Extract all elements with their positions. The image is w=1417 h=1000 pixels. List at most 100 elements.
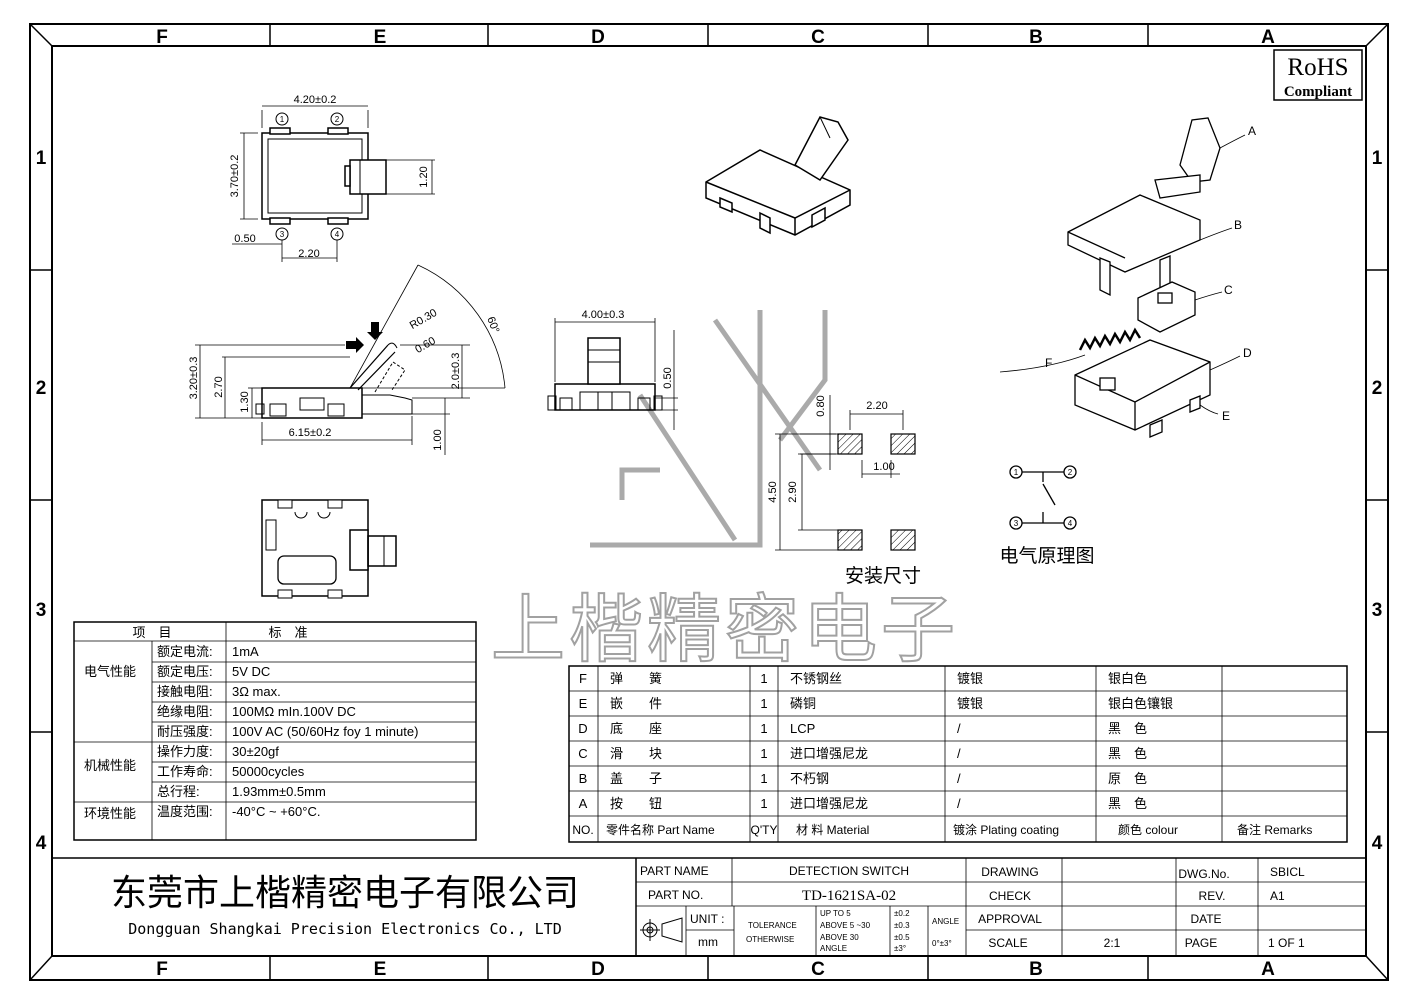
bom-table: F 弹 簧 1 不锈钢丝 镀银 银白色 E 嵌 件 1 磷铜 镀银 银白色镶银 …	[568, 665, 1348, 843]
dim-top-width: 4.20±0.2	[294, 94, 337, 106]
zone-row-right-3: 3	[1372, 600, 1383, 621]
bom-cell: 不朽钢	[790, 771, 829, 786]
bom-cell: 进口增强尼龙	[790, 796, 868, 811]
zone-col-top-c: C	[811, 27, 825, 48]
check-label: CHECK	[989, 889, 1031, 903]
bom-cell: LCP	[790, 721, 815, 736]
spec-header-standard: 标 准	[268, 625, 307, 640]
spec-row-value: 1.93mm±0.5mm	[232, 784, 326, 799]
exploded-label-d: D	[1243, 346, 1252, 360]
spec-group-electrical: 电气性能	[84, 664, 136, 679]
exploded-label-e: E	[1222, 409, 1230, 423]
rev-value: A1	[1270, 889, 1285, 903]
zone-col-top-b: B	[1029, 27, 1043, 48]
bom-cell: 底 座	[610, 721, 662, 736]
spec-group-mechanical: 机械性能	[84, 758, 136, 773]
zone-row-right-2: 2	[1372, 378, 1383, 399]
bom-header-remarks: 备注 Remarks	[1237, 822, 1312, 837]
tol-up-to-5: UP TO 5	[820, 909, 851, 918]
tol-above-30-value: ±0.5	[894, 933, 910, 942]
schematic-drawing	[1009, 465, 1077, 530]
dwg-no-label: DWG.No.	[1178, 867, 1229, 881]
angle-header: ANGLE	[932, 917, 959, 926]
dim-footprint-pad-height: 0.80	[815, 395, 827, 416]
front-view-drawing	[547, 318, 678, 430]
bom-cell: 1	[760, 721, 767, 736]
bom-cell: /	[957, 746, 961, 761]
watermark: 上楷精密电子	[490, 310, 959, 672]
tolerance-label: TOLERANCE	[748, 921, 797, 930]
dim-side-total-height: 3.20±0.3	[188, 357, 200, 400]
dim-side-angle: 60°	[484, 315, 501, 335]
exploded-view-drawing	[999, 117, 1246, 438]
bom-header-plating: 镀涂 Plating coating	[953, 822, 1059, 837]
dim-front-height: 0.50	[662, 367, 674, 388]
bom-cell: 磷铜	[790, 696, 816, 711]
company-name-en: Dongguan Shangkai Precision Electronics …	[128, 920, 561, 938]
spec-row-label: 耐压强度:	[157, 724, 213, 739]
drawing-label: DRAWING	[981, 865, 1039, 879]
bom-cell: 1	[760, 771, 767, 786]
exploded-label-c: C	[1224, 283, 1233, 297]
unit-label: UNIT :	[690, 912, 724, 926]
bom-cell: 嵌 件	[610, 696, 662, 711]
rohs-badge: RoHS Compliant	[1273, 49, 1363, 101]
footprint-dims: 2.20 0.80 1.00 4.50 2.90 安装尺寸	[767, 395, 921, 587]
pin-label-3: 3	[280, 230, 285, 239]
side-view-arrows	[346, 322, 383, 353]
tol-angle-value: ±3°	[894, 944, 906, 953]
zone-row-left-4: 4	[36, 833, 47, 854]
company-name-cn: 东莞市上楷精密电子有限公司	[111, 873, 579, 913]
bom-cell: /	[957, 771, 961, 786]
zone-col-bottom-b: B	[1029, 959, 1043, 980]
bom-cell: 进口增强尼龙	[790, 746, 868, 761]
tolerance-otherwise: OTHERWISE	[746, 935, 794, 944]
schematic-title: 电气原理图	[999, 545, 1094, 567]
spec-row-label: 总行程:	[157, 784, 200, 799]
spec-row-label: 温度范围:	[157, 804, 213, 819]
spec-row-value: 50000cycles	[232, 764, 305, 779]
watermark-text: 上楷精密电子	[491, 588, 959, 671]
pin-label-4: 4	[335, 230, 340, 239]
zone-row-left-2: 2	[36, 378, 47, 399]
bom-cell: 按 钮	[610, 796, 662, 811]
schematic-pin-3: 3	[1014, 519, 1019, 528]
dim-footprint-inner: 2.90	[787, 481, 799, 502]
bottom-view-drawing	[261, 499, 397, 599]
part-no-label: PART NO.	[648, 888, 703, 902]
bom-header-material: 材 料 Material	[796, 823, 869, 837]
inner-border	[51, 45, 1367, 957]
zone-col-top-a: A	[1261, 27, 1275, 48]
pin-label-2: 2	[335, 115, 340, 124]
spec-row-value: 100MΩ mIn.100V DC	[232, 704, 356, 719]
side-view-dims: R0.30 0.60 60° 3.20±0.3 2.70 1.30 2.0±0.…	[188, 307, 501, 451]
bom-cell: /	[957, 721, 961, 736]
iso-view-drawing	[705, 116, 851, 236]
dim-footprint-pitch: 2.20	[866, 400, 887, 412]
bom-cell: 滑 块	[610, 746, 662, 761]
schematic-pin-2: 2	[1068, 468, 1073, 477]
bom-cell: 黑 色	[1108, 721, 1147, 736]
date-label: DATE	[1190, 912, 1221, 926]
side-view-drawing	[195, 264, 506, 455]
rev-label: REV.	[1199, 889, 1226, 903]
zone-row-left-3: 3	[36, 600, 47, 621]
schematic-pin-4: 4	[1068, 519, 1073, 528]
exploded-labels: A B C D E F	[1045, 124, 1256, 423]
bom-cell: E	[579, 696, 588, 711]
front-view-dims: 4.00±0.3 0.50	[582, 309, 674, 389]
dim-top-lever: 1.20	[418, 166, 430, 187]
part-name-label: PART NAME	[640, 864, 709, 878]
tol-above-5: ABOVE 5 ~30	[820, 921, 871, 930]
spec-row-value: 1mA	[232, 644, 259, 659]
rohs-subtitle: Compliant	[1284, 84, 1352, 100]
exploded-label-f: F	[1045, 356, 1052, 370]
footprint-title: 安装尺寸	[845, 565, 921, 587]
unit-value: mm	[698, 935, 718, 949]
dim-top-pitch: 2.20	[298, 248, 319, 260]
zone-col-top-f: F	[156, 27, 168, 48]
exploded-label-b: B	[1234, 218, 1242, 232]
dim-footprint-span: 4.50	[767, 481, 779, 502]
